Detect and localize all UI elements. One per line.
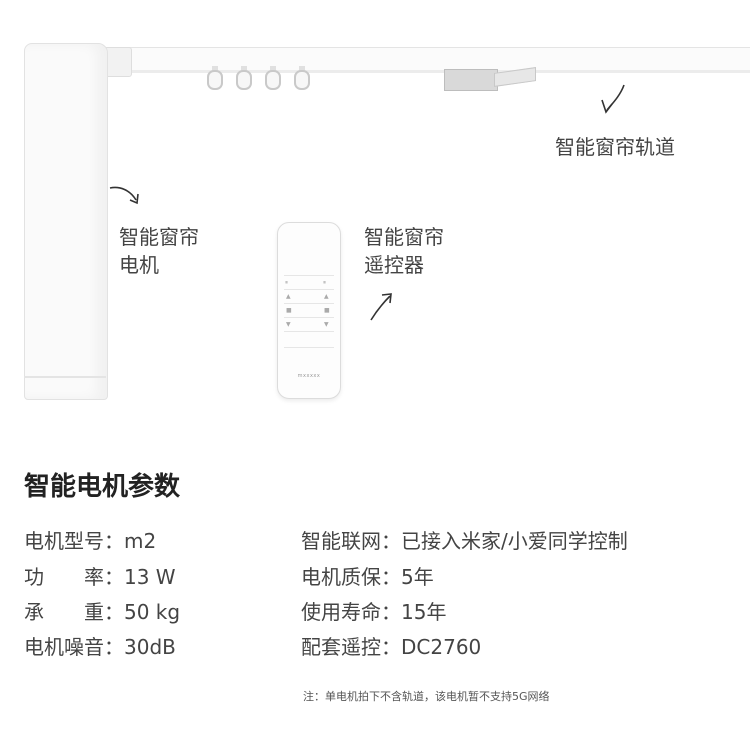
footnote: 注：单电机拍下不含轨道，该电机暂不支持5G网络 <box>303 690 550 703</box>
spec-label: 使用寿命： <box>301 600 401 624</box>
spec-value: 15年 <box>401 600 447 624</box>
motor-band <box>24 376 106 378</box>
remote-divider <box>284 275 334 276</box>
spec-value: 30dB <box>124 635 176 659</box>
rail-bracket <box>444 69 498 91</box>
spec-row: 承 重：50 kg <box>24 596 180 625</box>
remote-callout-line2: 遥控器 <box>364 253 424 277</box>
motor-callout-line2: 电机 <box>119 253 159 277</box>
spec-row: 电机质保：5年 <box>301 561 434 590</box>
remote-button-icon: ▲ <box>324 293 329 300</box>
remote-divider <box>284 331 334 332</box>
spec-value: 50 kg <box>124 600 181 624</box>
rail-runner-mount <box>212 66 218 72</box>
remote-divider <box>284 289 334 290</box>
spec-row: 功 率：13 W <box>24 561 176 590</box>
section-title: 智能电机参数 <box>24 472 181 502</box>
spec-value: 5年 <box>401 565 434 589</box>
spec-label: 配套遥控： <box>301 635 401 659</box>
motor-callout-line1: 智能窗帘 <box>119 225 199 249</box>
remote-control: ⏸ ⏸ ▲ ▲ ■ ■ ▼ ▼ mxxxxx <box>277 222 341 399</box>
spec-row: 使用寿命：15年 <box>301 596 446 625</box>
rail-callout: 智能窗帘轨道 <box>555 135 675 159</box>
remote-button-icon: ▲ <box>286 293 291 300</box>
motor-arrow-icon <box>109 186 139 205</box>
rail-runner <box>294 70 310 90</box>
spec-row: 配套遥控：DC2760 <box>301 631 481 660</box>
spec-value: m2 <box>124 529 157 553</box>
spec-row: 电机型号：m2 <box>24 525 156 554</box>
spec-label: 功 率： <box>24 565 124 589</box>
spec-value: 已接入米家/小爱同学控制 <box>401 529 628 553</box>
remote-button-icon: ▼ <box>286 321 291 328</box>
remote-button-icon: ■ <box>286 307 292 314</box>
rail-runner <box>207 70 223 90</box>
spec-label: 电机质保： <box>301 565 401 589</box>
spec-label: 承 重： <box>24 600 124 624</box>
rail-runner-mount <box>270 66 276 72</box>
remote-callout-line1: 智能窗帘 <box>364 225 444 249</box>
remote-brand-label: mxxxxx <box>297 373 321 379</box>
rail-runner-mount <box>241 66 247 72</box>
curtain-motor <box>24 43 108 400</box>
rail-runner <box>236 70 252 90</box>
remote-divider <box>284 303 334 304</box>
spec-label: 电机型号： <box>24 529 124 553</box>
remote-button-icon: ⏸ <box>285 279 289 286</box>
curtain-rail <box>108 47 750 72</box>
product-illustration: ⏸ ⏸ ▲ ▲ ■ ■ ▼ ▼ mxxxxx 智能窗帘轨道 智能窗帘 电机 智能… <box>24 43 750 400</box>
spec-label: 智能联网： <box>301 529 401 553</box>
spec-row: 智能联网：已接入米家/小爱同学控制 <box>301 525 628 554</box>
remote-divider <box>284 347 334 348</box>
remote-button-icon: ▼ <box>324 321 329 328</box>
remote-divider <box>284 317 334 318</box>
spec-value: DC2760 <box>401 635 482 659</box>
rail-arrow-icon <box>601 84 625 114</box>
remote-button-icon: ■ <box>324 307 330 314</box>
remote-arrow-icon <box>370 293 392 321</box>
spec-label: 电机噪音： <box>24 635 124 659</box>
spec-value: 13 W <box>124 565 176 589</box>
spec-row: 电机噪音：30dB <box>24 631 176 660</box>
rail-runner <box>265 70 281 90</box>
rail-runner-mount <box>299 66 305 72</box>
curtain-rail-lip <box>108 70 750 73</box>
remote-button-icon: ⏸ <box>323 279 327 286</box>
